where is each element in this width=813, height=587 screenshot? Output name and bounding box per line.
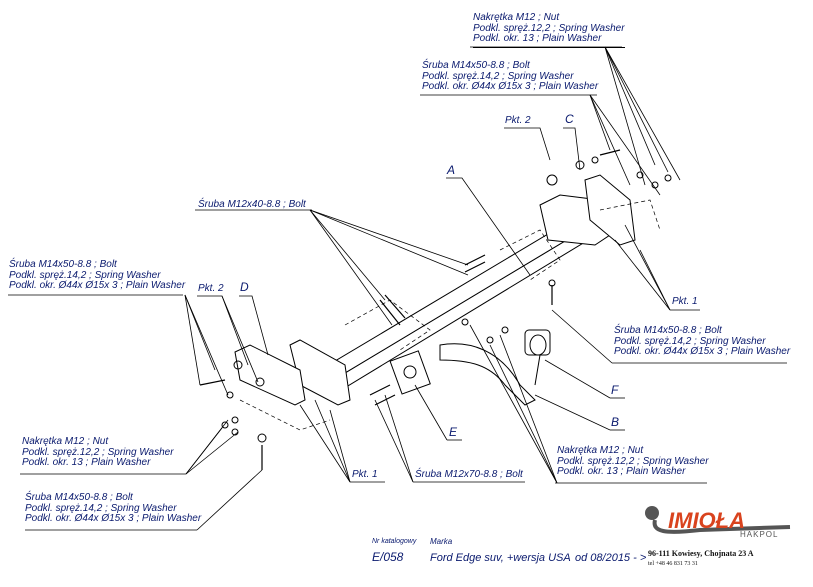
- marker-f: F: [611, 383, 619, 397]
- label-line: Podkl. okr. Ø44x Ø15x 3 ; Plain Washer: [9, 280, 186, 291]
- marker-b: B: [611, 415, 620, 429]
- callout-bolt-m12x70: Śruba M12x70-8.8 ; Bolt: [415, 469, 523, 480]
- brand-label: Marka: [430, 537, 453, 546]
- label-line: Podkl. spręż.14,2 ; Spring Washer: [25, 502, 177, 514]
- label-line: Śruba M14x50-8.8 ; Bolt: [422, 60, 530, 71]
- label-line: Podkl. spręż.12,2 ; Spring Washer: [473, 22, 625, 34]
- marker-pkt2-left: Pkt. 2: [198, 283, 224, 294]
- beam-a: [324, 219, 609, 396]
- label-line: Nakrętka M12 ; Nut: [22, 436, 109, 447]
- label-line: Podkl. spręż.12,2 ; Spring Washer: [22, 446, 174, 458]
- label-line: Śruba M14x50-8.8 ; Bolt: [9, 259, 117, 270]
- label-line: Podkl. spręż.14,2 ; Spring Washer: [614, 335, 766, 347]
- label-line: Podkl. spręż.12,2 ; Spring Washer: [557, 455, 709, 467]
- company-phone: tel +48 46 831 73 31: [648, 561, 698, 567]
- marker-d: D: [240, 280, 249, 294]
- callout-right-bolt: Śruba M14x50-8.8 ; Bolt Podkl. spręż.14,…: [614, 325, 791, 358]
- label-line: Podkl. okr. Ø44x Ø15x 3 ; Plain Washer: [422, 81, 599, 92]
- catalog-number: E/058: [372, 550, 404, 564]
- label-line: Podkl. okr. Ø44x Ø15x 3 ; Plain Washer: [614, 346, 791, 357]
- marker-e: E: [449, 425, 458, 439]
- catalog-label: Nr katalogowy: [372, 538, 417, 545]
- vehicle-model: Ford Edge suv, +wersja USA: [430, 552, 571, 564]
- label-line: Podkl. okr. 13 ; Plain Washer: [22, 457, 151, 468]
- label-line: Podkl. spręż.14,2 ; Spring Washer: [422, 70, 574, 82]
- marker-a: A: [447, 163, 456, 177]
- callout-bolt-m12x40: Śruba M12x40-8.8 ; Bolt: [198, 199, 306, 210]
- label-line: Podkl. okr. 13 ; Plain Washer: [557, 466, 686, 477]
- label-line: Nakrętka M12 ; Nut: [473, 12, 560, 23]
- marker-pkt2-right: Pkt. 2: [505, 115, 531, 126]
- marker-c: C: [565, 112, 574, 126]
- callout-mid-nut: Nakrętka M12 ; Nut Podkl. spręż.12,2 ; S…: [557, 445, 709, 478]
- callout-top-bolt: Śruba M14x50-8.8 ; Bolt Podkl. spręż.14,…: [422, 60, 599, 93]
- socket-plate-e: [389, 350, 431, 395]
- logo-wordmark: IMIOŁA: [668, 508, 745, 533]
- imiola-hakpol-logo: IMIOŁA HAKPOL: [645, 506, 791, 539]
- production-date: od 08/2015 - >: [575, 552, 647, 564]
- marker-pkt1-right: Pkt. 1: [672, 296, 698, 307]
- label-line: Podkl. okr. 13 ; Plain Washer: [473, 33, 602, 44]
- label-line: Śruba M14x50-8.8 ; Bolt: [25, 492, 133, 503]
- callout-left-nut: Nakrętka M12 ; Nut Podkl. spręż.12,2 ; S…: [22, 436, 174, 469]
- label-line: Śruba M14x50-8.8 ; Bolt: [614, 325, 722, 336]
- label-line: Podkl. spręż.14,2 ; Spring Washer: [9, 269, 161, 281]
- callout-bottom-bolt: Śruba M14x50-8.8 ; Bolt Podkl. spręż.14,…: [25, 492, 202, 525]
- company-address: 96-111 Kowiesy, Chojnata 23 A: [648, 549, 754, 558]
- ball-mount-b: [439, 343, 536, 406]
- svg-text:HAKPOL: HAKPOL: [740, 530, 778, 539]
- callout-left-bolt: Śruba M14x50-8.8 ; Bolt Podkl. spręż.14,…: [9, 259, 186, 292]
- label-line: Podkl. okr. Ø44x Ø15x 3 ; Plain Washer: [25, 513, 202, 524]
- marker-pkt1-left: Pkt. 1: [352, 469, 378, 480]
- callout-top-nut: Nakrętka M12 ; Nut Podkl. spręż.12,2 ; S…: [473, 12, 625, 48]
- label-line: Nakrętka M12 ; Nut: [557, 445, 644, 456]
